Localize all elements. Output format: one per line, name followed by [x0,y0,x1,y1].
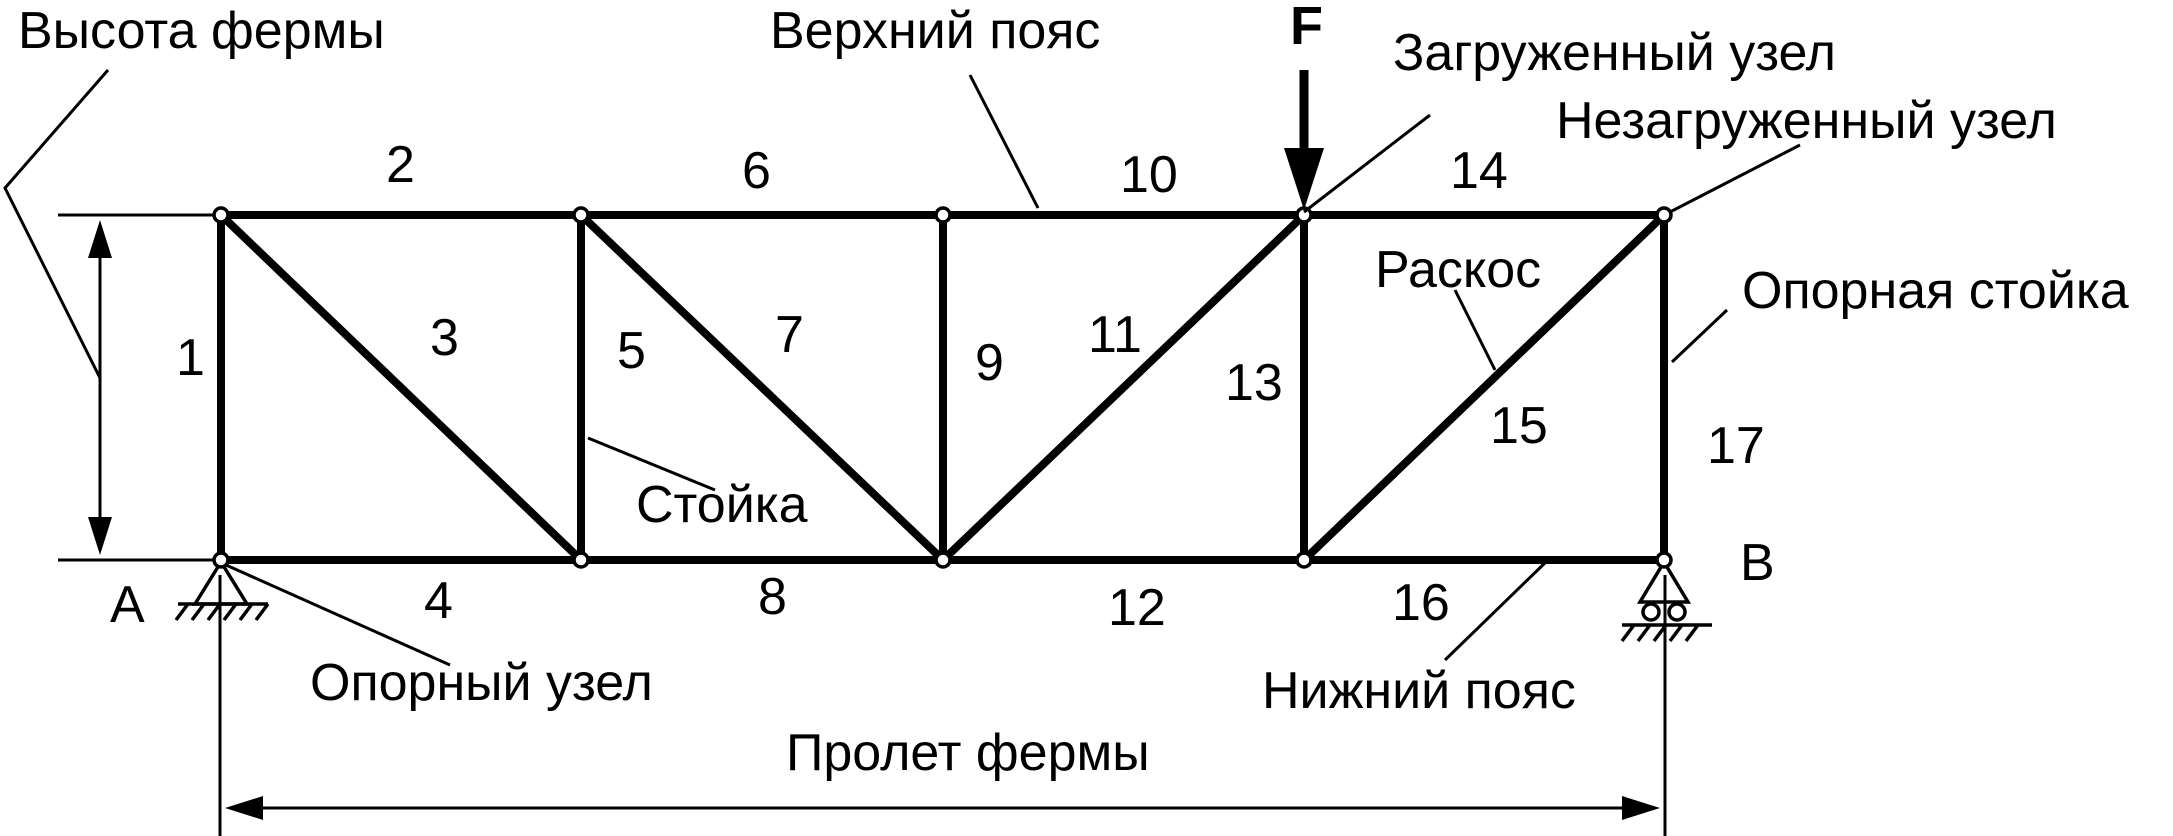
label-loaded-node: Загруженный узел [1393,24,1836,82]
support-b-roller [1620,558,1712,643]
node [212,551,230,569]
node [1295,551,1313,569]
member-number: 4 [424,572,453,630]
member-11 [939,211,1308,564]
member-numbers: 1 2 3 4 5 6 7 8 9 10 11 12 13 14 15 16 1… [176,136,1765,637]
label-support-node: Опорный узел [310,654,653,712]
height-dimension [3,69,215,562]
label-unloaded-node: Незагруженный узел [1556,92,2057,150]
node [934,206,952,224]
member-number: 3 [430,309,459,367]
node [212,206,230,224]
member-number: 6 [742,142,771,200]
truss-nodes [212,206,1673,569]
node [1655,206,1673,224]
member-number: 5 [617,322,646,380]
label-end-post: Опорная стойка [1742,262,2129,320]
leader-lines [225,74,1801,667]
member-number: 8 [758,568,787,626]
label-force-f: F [1290,0,1323,56]
member-number: 10 [1120,146,1178,204]
member-number: 16 [1392,574,1450,632]
applied-force-arrow [1284,70,1324,210]
label-span: Пролет фермы [786,724,1150,782]
label-bottom-chord: Нижний пояс [1262,662,1576,720]
span-dimension [218,575,1667,836]
member-15 [1300,211,1668,564]
diagram-labels: Высота фермы Верхний пояс F Загруженный … [18,0,2129,782]
member-number: 12 [1108,579,1166,637]
truss-members [217,211,1668,564]
member-7 [577,211,947,564]
member-number: 14 [1450,142,1508,200]
node [572,206,590,224]
member-number: 9 [975,334,1004,392]
member-number: 15 [1490,397,1548,455]
member-number: 1 [176,329,205,387]
member-number: 13 [1225,354,1283,412]
member-number: 11 [1088,306,1142,364]
label-top-chord: Верхний пояс [770,2,1100,60]
label-support-a: А [110,576,145,634]
member-number: 7 [775,306,804,364]
label-diagonal: Раскос [1375,241,1541,299]
label-truss-height: Высота фермы [18,2,385,60]
node [572,551,590,569]
member-3 [217,211,585,564]
label-vertical: Стойка [636,476,808,534]
member-number: 17 [1707,417,1765,475]
support-a-pinned [174,558,270,622]
node [1655,551,1673,569]
node [934,551,952,569]
member-number: 2 [386,136,415,194]
label-support-b: В [1740,534,1775,592]
